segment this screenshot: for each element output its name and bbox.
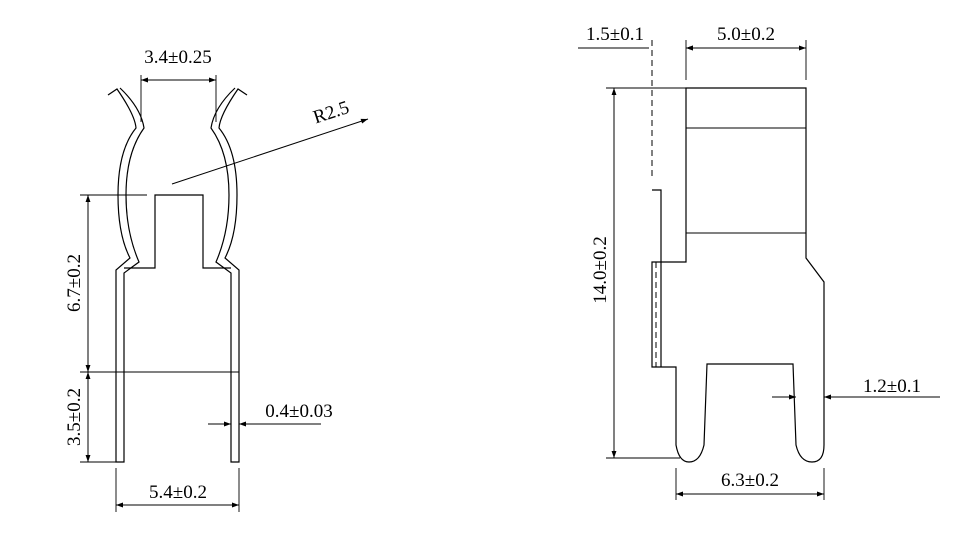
dim-radius: R2.5 xyxy=(171,97,369,185)
dim-upper-height-label: 6.7±0.2 xyxy=(64,254,85,312)
dim-total-height: 14.0±0.2 xyxy=(590,87,686,459)
dim-total-height-label: 14.0±0.2 xyxy=(590,236,611,303)
dim-pin-width: 1.2±0.1 xyxy=(772,376,940,400)
dim-bottom-width: 5.4±0.2 xyxy=(115,468,240,512)
dim-pin-span-label: 6.3±0.2 xyxy=(721,470,779,491)
dim-pin-width-label: 1.2±0.1 xyxy=(863,376,921,397)
dim-lower-height: 3.5±0.2 xyxy=(64,372,116,463)
dim-pin-span: 6.3±0.2 xyxy=(675,468,825,500)
left-view: 3.4±0.25 R2.5 6.7±0.2 3.5±0.2 0.4±0.03 xyxy=(64,47,369,512)
dim-offset-label: 1.5±0.1 xyxy=(586,24,644,45)
dim-thickness-label: 0.4±0.03 xyxy=(265,401,332,422)
dim-bottom-width-label: 5.4±0.2 xyxy=(149,482,207,503)
right-clip-outline xyxy=(651,40,825,463)
dim-thickness: 0.4±0.03 xyxy=(208,401,333,427)
dim-top-width: 5.0±0.2 xyxy=(685,24,807,80)
dim-top-gap: 3.4±0.25 xyxy=(140,47,217,122)
dim-upper-height: 6.7±0.2 xyxy=(64,194,147,373)
dim-top-gap-label: 3.4±0.25 xyxy=(144,47,211,68)
left-clip-outline xyxy=(107,87,248,463)
dim-offset: 1.5±0.1 xyxy=(578,24,700,51)
right-view: 1.5±0.1 5.0±0.2 14.0±0.2 1.2±0.1 6. xyxy=(578,24,940,500)
dim-top-width-label: 5.0±0.2 xyxy=(717,24,775,45)
dim-lower-height-label: 3.5±0.2 xyxy=(64,388,85,446)
dim-radius-label: R2.5 xyxy=(311,97,352,128)
